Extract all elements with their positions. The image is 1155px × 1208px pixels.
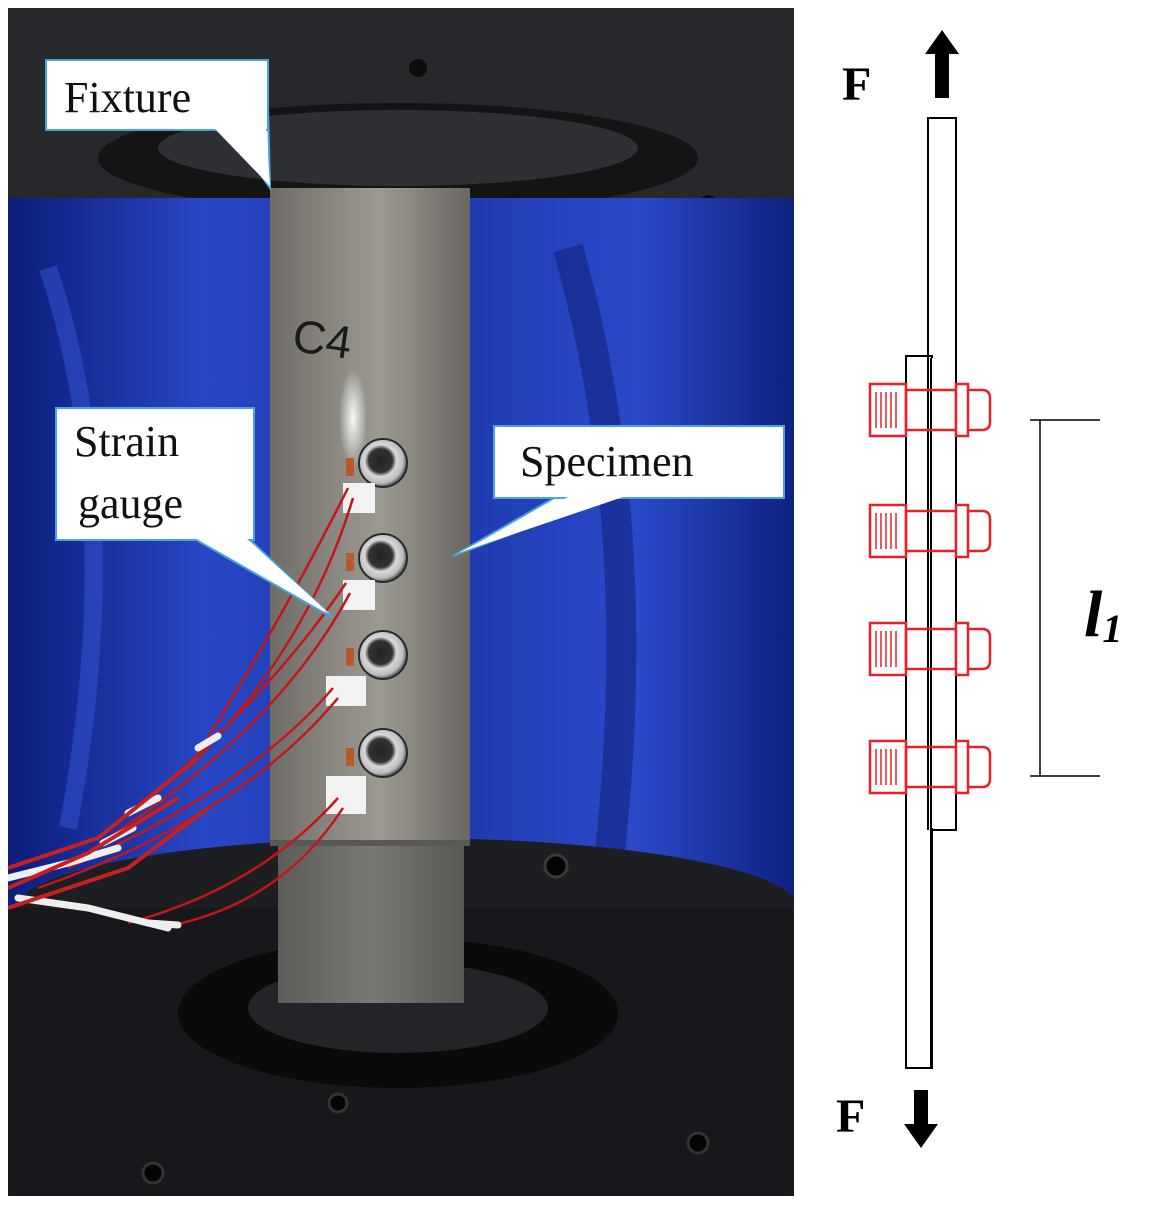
bolt [358, 630, 408, 680]
bolt-section [868, 621, 992, 677]
bolt-section [868, 739, 992, 795]
arrow-up-icon [925, 30, 959, 98]
bolt-section [868, 382, 992, 438]
specimen-plate-lower [278, 843, 464, 1003]
lap-joint-schematic: F [836, 30, 1122, 1148]
fixture-screw [543, 853, 569, 879]
callout-specimen-label: Specimen [520, 437, 694, 486]
fixture-screw [327, 1092, 349, 1114]
callout-strain-label-line2: gauge [78, 479, 183, 528]
callout-specimen: Specimen [452, 425, 785, 557]
arrow-down-icon [904, 1090, 938, 1148]
fixture-screw [141, 1161, 165, 1185]
fixture-screw [409, 59, 427, 77]
photo-panel: C4 [8, 8, 794, 1196]
callout-strain-gauge: Strain gauge [55, 407, 334, 619]
test-photo: C4 [8, 8, 794, 1196]
light-glare [339, 368, 367, 468]
schematic-panel: F [794, 0, 1155, 1208]
strain-gauge [343, 483, 375, 513]
bolts [868, 382, 992, 795]
callout-fixture-label: Fixture [64, 73, 191, 122]
strain-gauge [326, 676, 366, 706]
bolt [358, 438, 408, 488]
specimen-marking: C4 [290, 309, 355, 369]
bolt [358, 728, 408, 778]
dimension-label: l1 [1084, 578, 1122, 651]
fixture-screw [686, 1131, 710, 1155]
dimension-bracket [1030, 419, 1100, 777]
strain-gauge [326, 776, 366, 814]
bolt-section [868, 503, 992, 559]
bolt [358, 533, 408, 583]
callout-strain-label-line1: Strain [74, 417, 179, 466]
callout-fixture: Fixture [45, 59, 272, 192]
force-label-bottom: F [836, 1090, 865, 1143]
force-label-top: F [842, 58, 871, 111]
